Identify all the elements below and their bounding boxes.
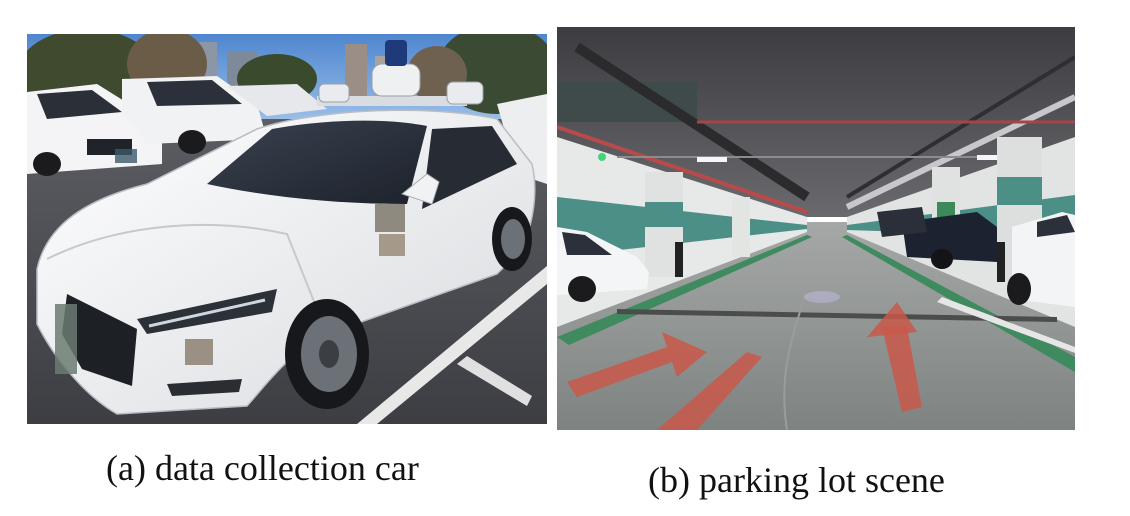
- parking-lot-scene-photo: [557, 27, 1075, 430]
- caption-data-collection-car: (a) data collection car: [106, 448, 419, 488]
- parking-lot-illustration: [557, 27, 1075, 430]
- caption-parking-lot-scene: (b) parking lot scene: [648, 460, 945, 500]
- car-photo-illustration: [27, 34, 547, 424]
- data-collection-car-photo: [27, 34, 547, 424]
